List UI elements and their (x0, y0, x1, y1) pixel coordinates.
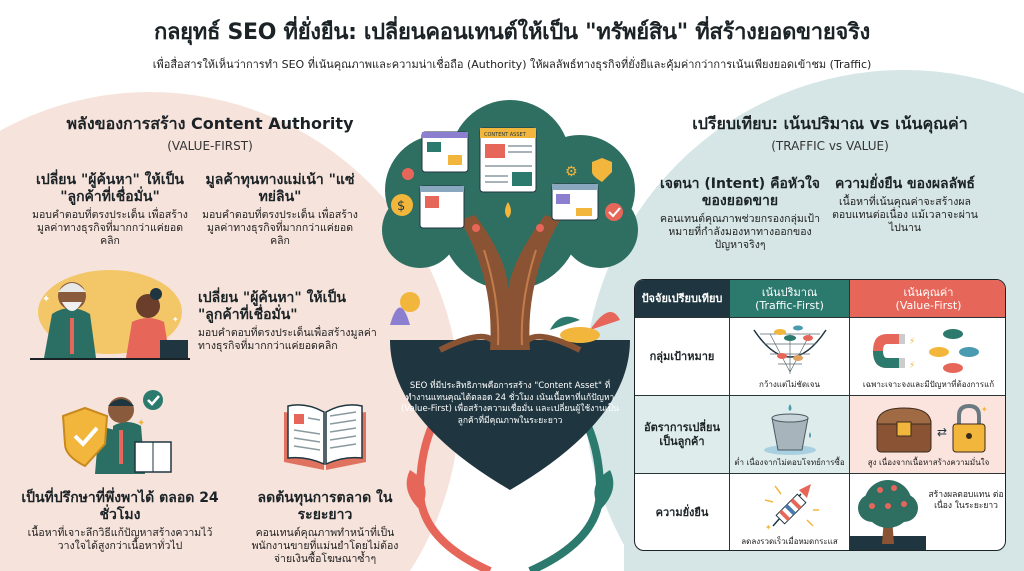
table-row-label: ความยั่งยืน (635, 474, 730, 550)
left-panel-heading: พลังของการสร้าง Content Authority (66, 114, 354, 133)
right-card-2: ความยั่งยืน ของผลลัพธ์ เนื้อหาที่เน้นคุณ… (830, 176, 980, 235)
table-row-label: กลุ่มเป้าหมาย (635, 318, 730, 396)
card-body: มอบคำตอบที่ตรงประเด็น เพื่อสร้างมูลค่าทา… (32, 209, 188, 247)
svg-text:⚡: ⚡ (909, 361, 915, 371)
table-row-label: อัตราการเปลี่ยนเป็นลูกค้า (635, 396, 730, 474)
consultant-shield-illustration-icon: ✦ (55, 386, 175, 476)
card-heading: ความยั่งยืน ของผลลัพธ์ (835, 176, 975, 192)
right-card-1: เจตนา (Intent) คือหัวใจของยอดขาย คอนเทนต… (660, 176, 820, 252)
page-subtitle: เพื่อสื่อสารให้เห็นว่าการทำ SEO ที่เน้นค… (152, 58, 872, 71)
table-cell-caption: สร้างผลตอบแทน ต่อเนื่อง ในระยะยาว (928, 490, 1004, 511)
magnet-fish-icon: ⚡⚡ (872, 328, 979, 373)
open-book-icon (280, 396, 370, 474)
right-panel-heading: เปรียบเทียบ: เน้นปริมาณ vs เน้นคุณค่า (692, 114, 968, 133)
svg-text:✦: ✦ (137, 418, 145, 429)
card-body: คอนเทนต์คุณภาพทำหน้าที่เป็นพนักงานขายที่… (251, 527, 399, 565)
table-cell-value: ⇄ ✦ สูง เนื่องจากเนื้อหาสร้างความมั่นใจ (850, 396, 1005, 474)
table-cell-caption: ลดลงรวดเร็วเมื่อหมดกระแส (741, 537, 838, 546)
firework-rocket-icon: ✦ (764, 484, 819, 532)
table-cell-value: ⚡⚡ เฉพาะเจาะจงและมีปัญหาที่ต้องการแก้ (850, 318, 1005, 396)
svg-text:✦: ✦ (765, 523, 772, 532)
svg-text:CONTENT ASSET: CONTENT ASSET (484, 132, 527, 138)
card-heading: มูลค้าทุนทางแม่เน้า "แซ่ทย่ลิน" (205, 172, 355, 205)
card-body: มอบคำตอบที่ตรงประเด็นเพื่อสร้างมูลค่าทาง… (198, 327, 377, 352)
table-cell-caption: ต่ำ เนื่องจากไม่ตอบโจทย์การซื้อ (734, 458, 845, 467)
left-panel-title: พลังของการสร้าง Content Authority (VALUE… (40, 112, 380, 153)
left-panel-subheading: (VALUE-FIRST) (167, 139, 253, 153)
header: กลยุทธ์ SEO ที่ยั่งยืน: เปลี่ยนคอนเทนต์ใ… (0, 14, 1024, 73)
table-cell-caption: เฉพาะเจาะจงและมีปัญหาที่ต้องการแก้ (862, 380, 995, 389)
table-cell-caption: กว้างแต่ไม่ชัดเจน (759, 380, 820, 389)
leaking-bucket-icon (763, 403, 816, 455)
fruit-tree-icon (850, 480, 926, 550)
left-card-2: มูลค้าทุนทางแม่เน้า "แซ่ทย่ลิน" มอบคำตอบ… (200, 172, 360, 248)
card-body: เนื้อหาที่เน้นคุณค่าจะสร้างผลตอบแทนต่อเน… (832, 196, 978, 234)
card-heading: ลดต้นทุนการตลาด ในระยะยาว (257, 490, 393, 523)
treasure-lock-icon: ⇄ ✦ (875, 403, 988, 452)
card-heading: เป็นที่ปรึกษาที่พึ่งพาได้ ตลอด 24 ชั่วโม… (21, 490, 219, 523)
table-cell-value: สร้างผลตอบแทน ต่อเนื่อง ในระยะยาว (850, 474, 1005, 550)
card-heading: เจตนา (Intent) คือหัวใจของยอดขาย (660, 176, 820, 209)
table-header-traffic: เน้นปริมาณ (Traffic-First) (730, 280, 850, 318)
card-heading: เปลี่ยน "ผู้ค้นหา" ให้เป็น "ลูกค้าที่เชื… (36, 172, 184, 205)
svg-text:✦: ✦ (172, 315, 179, 324)
comparison-table: ปัจจัยเปรียบเทียบ เน้นปริมาณ (Traffic-Fi… (634, 279, 1006, 551)
content-asset-tree-illustration: CONTENT ASSET $ ⚙ (380, 90, 640, 571)
left-card-4: เป็นที่ปรึกษาที่พึ่งพาได้ ตลอด 24 ชั่วโม… (20, 490, 220, 553)
left-card-3: เปลี่ยน "ผู้ค้นหา" ให้เป็น "ลูกค้าที่เชื… (198, 290, 388, 353)
svg-text:✦: ✦ (981, 405, 988, 414)
card-body: คอนเทนต์คุณภาพช่วยกรองกลุ่มเป้าหมายที่กำ… (660, 213, 820, 251)
table-header-factor: ปัจจัยเปรียบเทียบ (635, 280, 730, 318)
left-card-5: ลดต้นทุนการตลาด ในระยะยาว คอนเทนต์คุณภาพ… (250, 490, 400, 566)
table-cell-caption: สูง เนื่องจากเนื้อหาสร้างความมั่นใจ (867, 458, 990, 467)
svg-text:⚙: ⚙ (565, 164, 578, 180)
table-cell-traffic: ต่ำ เนื่องจากไม่ตอบโจทย์การซื้อ (730, 396, 850, 474)
fishing-net-icon (752, 325, 827, 374)
card-heading: เปลี่ยน "ผู้ค้นหา" ให้เป็น "ลูกค้าที่เชื… (198, 290, 346, 323)
card-body: มอบคำตอบที่ตรงประเด็น เพื่อสร้างมูลค่าทา… (202, 209, 358, 247)
svg-text:⚡: ⚡ (909, 337, 915, 347)
right-panel-title: เปรียบเทียบ: เน้นปริมาณ vs เน้นคุณค่า (T… (670, 112, 990, 153)
right-panel-subheading: (TRAFFIC vs VALUE) (771, 139, 889, 153)
svg-text:⇄: ⇄ (937, 425, 947, 439)
svg-text:$: $ (397, 199, 405, 214)
table-header-value: เน้นคุณค่า (Value-First) (850, 280, 1005, 318)
tree-caption: SEO ที่มีประสิทธิภาพคือการสร้าง "Content… (401, 381, 619, 426)
card-body: เนื้อหาที่เจาะลึกวิธีแก้ปัญหาสร้างความไว… (27, 527, 213, 552)
left-card-1: เปลี่ยน "ผู้ค้นหา" ให้เป็น "ลูกค้าที่เชื… (30, 172, 190, 248)
advisor-illustration-icon: ✦ ✦ (30, 262, 190, 362)
table-cell-traffic: กว้างแต่ไม่ชัดเจน (730, 318, 850, 396)
page-title: กลยุทธ์ SEO ที่ยั่งยืน: เปลี่ยนคอนเทนต์ใ… (153, 20, 870, 45)
svg-text:✦: ✦ (42, 294, 50, 305)
table-cell-traffic: ✦ ลดลงรวดเร็วเมื่อหมดกระแส (730, 474, 850, 550)
